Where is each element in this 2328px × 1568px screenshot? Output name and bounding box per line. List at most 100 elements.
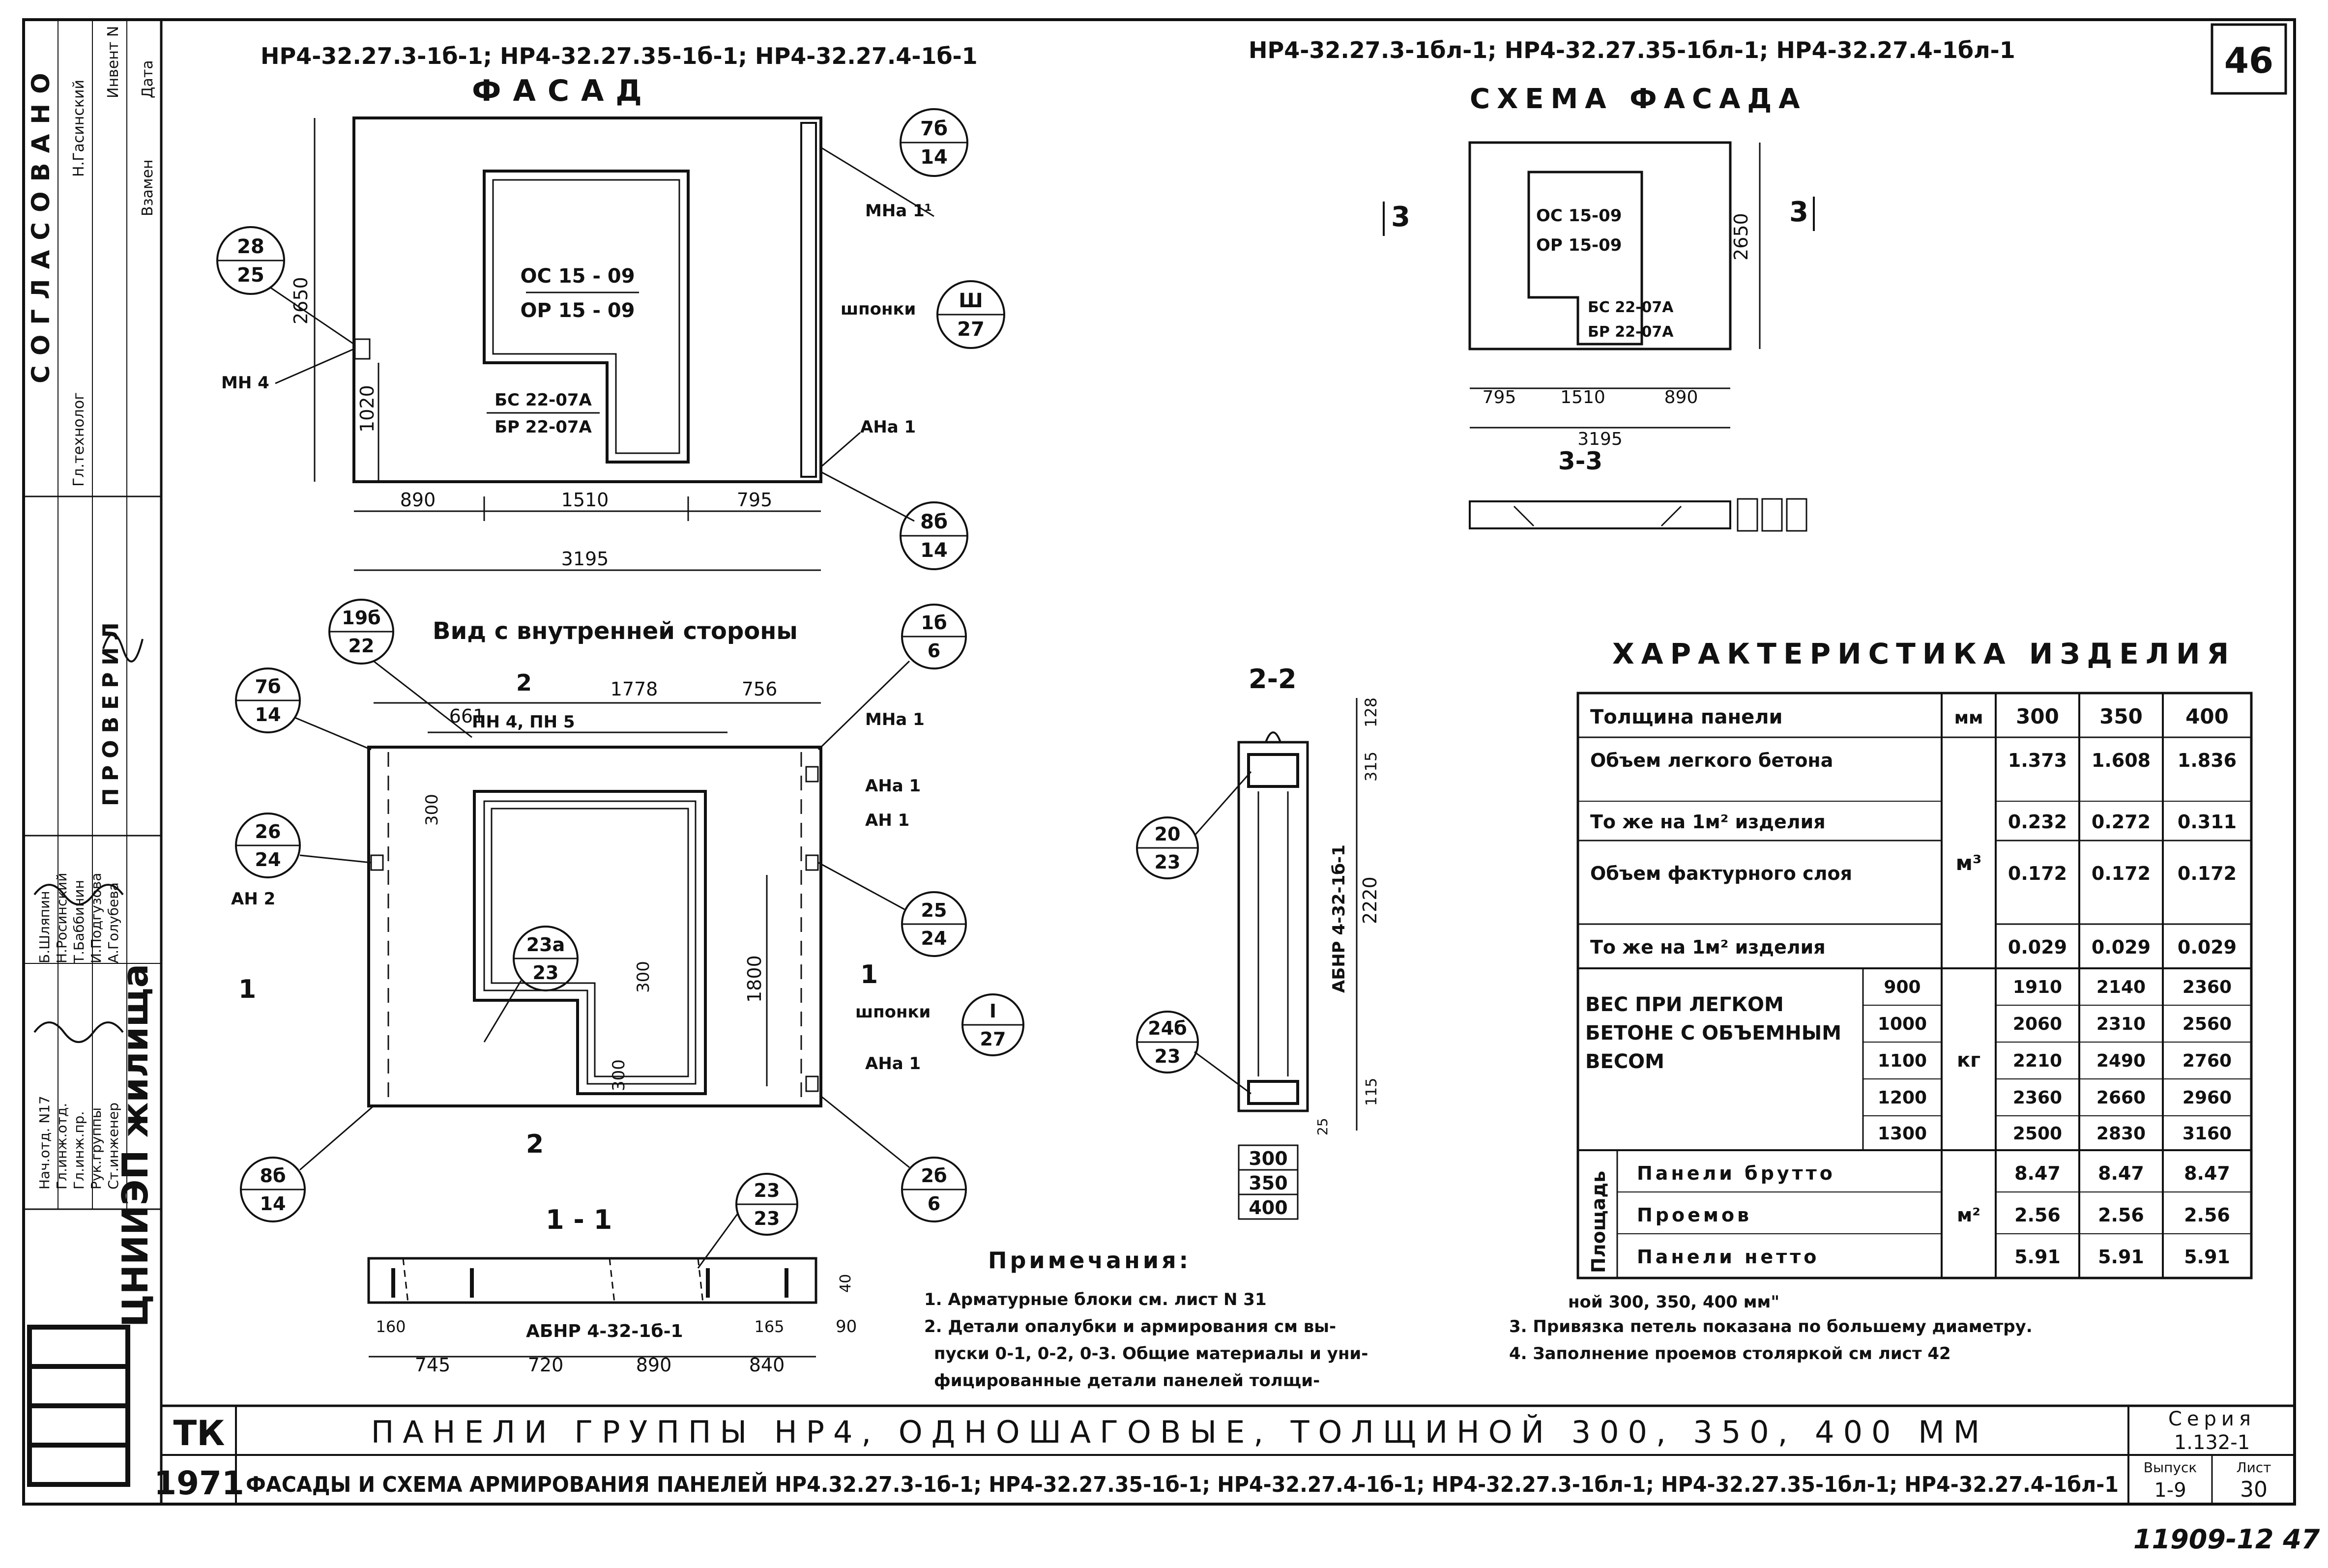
- inner-dim-d300b: 300: [634, 961, 653, 993]
- area-unit: м²: [1957, 1204, 1980, 1226]
- callout-19b-22: 19б 22: [328, 599, 472, 738]
- section22-thk-350: 350: [1249, 1172, 1287, 1194]
- section11-dim-720: 720: [528, 1354, 564, 1376]
- row-vol-m2-v2: 0.311: [2178, 811, 2237, 833]
- callout-top: 7б: [255, 676, 281, 697]
- callout-top: 2б: [921, 1165, 947, 1187]
- section22-dim-2220: 2220: [1359, 876, 1381, 924]
- stamp-role-5: Ст.инженер: [105, 1103, 121, 1190]
- scheme-door-top: БС 22-07А: [1588, 299, 1674, 316]
- facade-panel: [352, 116, 822, 483]
- callout-bottom: 6: [928, 1193, 940, 1215]
- row-vol-m2-v1: 0.272: [2092, 811, 2151, 833]
- section22-label: АБНР 4-32-1б-1: [1329, 844, 1349, 993]
- callout-1b-6: 1б 6: [817, 604, 967, 751]
- area-v0: 2.56: [2014, 1204, 2061, 1226]
- inner-sec1-left: 1: [238, 975, 256, 1004]
- issue-label: Выпуск: [2144, 1459, 2197, 1476]
- title-block: ТК 1971 ПАНЕЛИ ГРУППЫ НР4, ОДНОШАГОВЫЕ, …: [154, 1404, 2295, 1504]
- callout-top: 26: [255, 821, 281, 842]
- callout-bottom: 27: [980, 1028, 1006, 1050]
- weight-v2: 2760: [2182, 1051, 2232, 1071]
- row-vol-m2-v0: 0.232: [2008, 811, 2067, 833]
- weight-row-3: 1200 2360 2660 2960: [1878, 1088, 2232, 1108]
- callout-top: 8б: [260, 1165, 286, 1187]
- area-name: Панели нетто: [1637, 1246, 1819, 1268]
- inner-sec2-bottom: 2: [526, 1130, 544, 1159]
- facade-dim-w3: 795: [737, 489, 773, 511]
- stamp-col-0: Дата: [139, 60, 156, 98]
- row-thickness-v0: 300: [2016, 704, 2059, 728]
- area-v2: 5.91: [2184, 1246, 2230, 1268]
- facade-dim-w1: 890: [400, 489, 436, 511]
- scheme-dim-w3: 890: [1664, 387, 1698, 407]
- facade-dim-height: 2650: [290, 277, 312, 324]
- callout-top: 7б: [920, 117, 948, 140]
- facade-label-mna11: МНа 1¹: [865, 201, 932, 221]
- stamp-name-0: Н.Гасинский: [70, 80, 87, 177]
- callout-w-27: Ш 27: [936, 280, 1005, 349]
- callout-top: 19б: [342, 607, 380, 629]
- callout-top: I: [989, 1000, 996, 1022]
- year-label: 1971: [154, 1464, 244, 1502]
- row-thickness-v1: 350: [2099, 704, 2143, 728]
- callout-bottom: 14: [920, 539, 948, 562]
- scheme-dim-total: 3195: [1577, 429, 1623, 449]
- facade-dim-w2: 1510: [561, 489, 609, 511]
- weight-v0: 2500: [2013, 1124, 2062, 1144]
- area-v1: 2.56: [2098, 1204, 2144, 1226]
- facade-view: ФАСАД ОС 15 - 09 ОР 15 - 09 БС 22-07А БР…: [216, 74, 1005, 571]
- row-vol-v2: 1.836: [2178, 750, 2237, 771]
- section11-dim-160: 160: [376, 1317, 406, 1336]
- title-sub: ФАСАДЫ И СХЕМА АРМИРОВАНИЯ ПАНЕЛЕЙ НР4.3…: [246, 1471, 2119, 1497]
- callout-23-23: 23 23: [697, 1173, 798, 1269]
- section11-dim-165: 165: [754, 1317, 784, 1336]
- weight-density: 1000: [1878, 1014, 1927, 1034]
- inner-view: Вид с внутренней стороны 661 1778 756 2 …: [231, 599, 1024, 1222]
- facade-opening-bottom: ОР 15 - 09: [520, 299, 635, 322]
- row-vol-v1: 1.608: [2092, 750, 2151, 771]
- stamp-role-1: Нач.отд. N17: [36, 1096, 53, 1190]
- weight-density: 1300: [1878, 1124, 1927, 1144]
- row-facing-v2: 0.172: [2178, 863, 2237, 884]
- section11-label: АБНР 4-32-1б-1: [526, 1321, 683, 1341]
- inner-label-shponki: шпонки: [855, 1002, 931, 1022]
- tk-label: ТК: [174, 1413, 225, 1453]
- inner-dim-d1800: 1800: [744, 955, 765, 1003]
- inner-dim-d300a: 300: [422, 794, 442, 826]
- row-facing-m2-v2: 0.029: [2178, 936, 2237, 958]
- callout-top: 24б: [1148, 1017, 1187, 1039]
- row-facing-name: Объем фактурного слоя: [1590, 863, 1852, 884]
- footer-number: 11909-12 47: [2133, 1524, 2320, 1555]
- facade-dim-total: 3195: [561, 548, 609, 570]
- inner-label-mna1: МНа 1: [865, 710, 925, 729]
- callout-bottom: 23: [1155, 851, 1181, 873]
- sheet-label: Лист: [2237, 1459, 2271, 1476]
- callout-23a-23: 23а 23: [483, 926, 579, 1043]
- org-name: ЦНИИЭП жилища: [115, 964, 156, 1327]
- weight-row-0: 900 1910 2140 2360: [1884, 977, 2232, 997]
- scheme-marker-right: 3: [1789, 196, 1808, 228]
- facade-title: ФАСАД: [472, 74, 654, 108]
- inner-label-an1: АН 1: [865, 811, 909, 830]
- table-title: ХАРАКТЕРИСТИКА ИЗДЕЛИЯ: [1612, 637, 2236, 670]
- callout-25-24: 25 24: [818, 862, 967, 957]
- area-v1: 5.91: [2098, 1246, 2144, 1268]
- row-thickness-v2: 400: [2185, 704, 2229, 728]
- section22-title: 2-2: [1249, 664, 1297, 695]
- callout-8b-14: 8б 14: [900, 501, 968, 570]
- facade-door-bottom: БР 22-07А: [495, 417, 592, 437]
- section-2-2: 2-2 АБНР 4-32-1б-1 128 315 2220 115 25 3…: [1136, 664, 1381, 1220]
- section11-dim-40: 40: [837, 1274, 854, 1293]
- section22-thk-400: 400: [1249, 1197, 1287, 1219]
- section22-dim-128: 128: [1362, 697, 1380, 727]
- scheme-section: 3-3: [1558, 447, 1602, 475]
- area-row-1: Проемов 2.56 2.56 2.56: [1637, 1204, 2230, 1226]
- facade-dim-sill: 1020: [356, 385, 378, 433]
- callout-bottom: 24: [921, 928, 947, 949]
- side-stamp: СОГЛАСОВАНО ПРОВЕРИЛ Гл.технолог Н.Гасин…: [23, 19, 162, 1210]
- section-1-1: 1 - 1 АБНР 4-32-1б-1 160 745 720 890 165…: [367, 1173, 857, 1376]
- facade-opening-top: ОС 15 - 09: [520, 265, 635, 288]
- weight-v2: 3160: [2182, 1124, 2232, 1144]
- facade-scheme: СХЕМА ФАСАДА ОС 15-09 ОР 15-09 БС 22-07А…: [1383, 83, 1815, 532]
